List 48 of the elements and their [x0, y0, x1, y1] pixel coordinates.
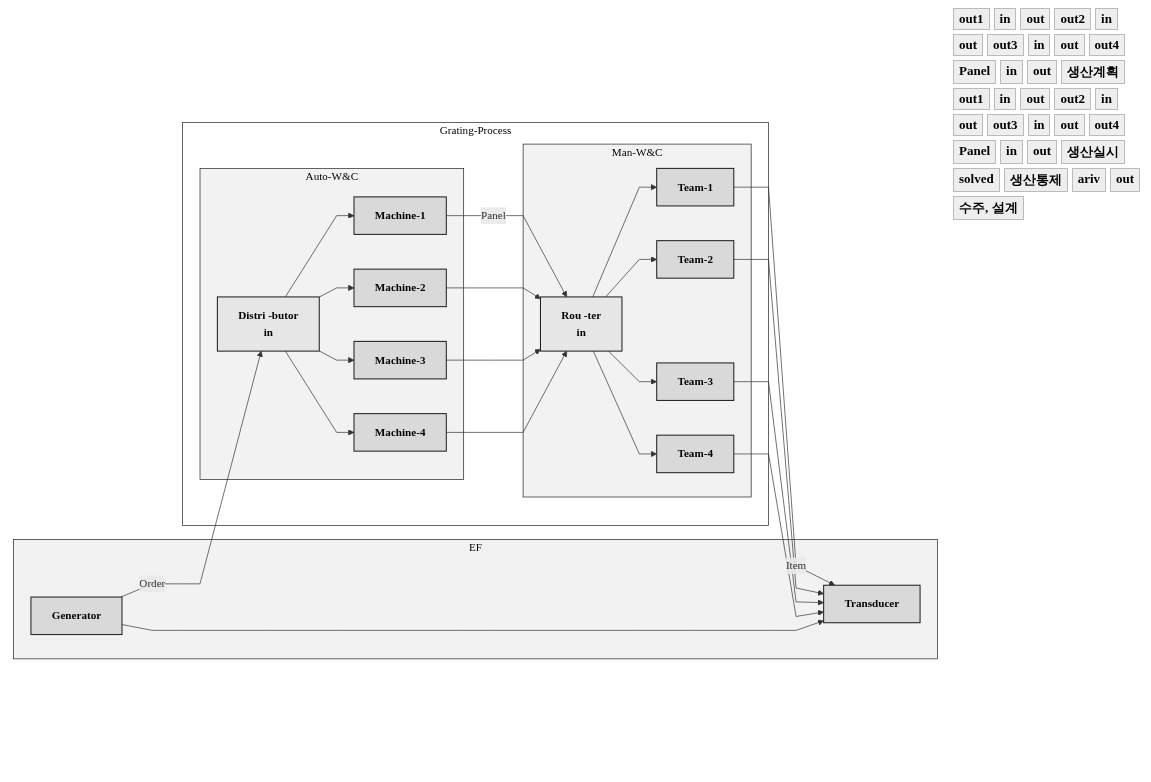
port-label: out	[953, 114, 984, 136]
port-label: out	[1054, 114, 1085, 136]
node-box: Machine-4	[353, 413, 447, 452]
port-label: out2	[1054, 8, 1092, 30]
port-label: out1	[953, 8, 990, 30]
port-label: in	[1000, 60, 1023, 84]
port-label: out4	[1088, 114, 1126, 136]
edge-label: Item	[785, 559, 807, 572]
node-box: Machine-3	[353, 341, 447, 380]
port-label: out	[1026, 60, 1057, 84]
port-label: 수주, 설계	[953, 196, 1024, 220]
port-label: out3	[987, 34, 1024, 56]
port-label: in	[1000, 140, 1023, 164]
port-label: in	[1027, 114, 1051, 136]
port-label: in	[993, 88, 1017, 110]
port-label: out	[1020, 8, 1051, 30]
node-box: Team-4	[656, 434, 735, 474]
node-box: Team-1	[656, 168, 735, 207]
port-label: in	[1095, 8, 1118, 30]
port-label: 생산계획	[1060, 60, 1125, 84]
port-label: 생산통제	[1003, 168, 1068, 192]
edge-label: Panel	[481, 209, 506, 222]
edge-label: Order	[139, 577, 166, 590]
port-label: out4	[1088, 34, 1126, 56]
node-box: Team-2	[656, 240, 735, 279]
port-label: out1	[953, 88, 990, 110]
node-box: Machine-1	[353, 196, 447, 236]
port-label: Panel	[953, 60, 997, 84]
port-label: in	[993, 8, 1017, 30]
port-label: out	[953, 34, 984, 56]
port-label: 생산실시	[1060, 140, 1125, 164]
port-label: out	[1110, 168, 1141, 192]
node-box: Team-3	[656, 362, 735, 402]
node-box: Generator	[30, 596, 123, 636]
port-label: Panel	[953, 140, 997, 164]
port-label: out3	[987, 114, 1024, 136]
node-box: Transducer	[823, 585, 921, 624]
port-label: out2	[1054, 88, 1092, 110]
port-label: out	[1020, 88, 1051, 110]
port-label: ariv	[1071, 168, 1107, 192]
node-box: Rou -ter in	[539, 296, 623, 352]
port-label: in	[1095, 88, 1118, 110]
port-label: out	[1026, 140, 1057, 164]
port-label: solved	[953, 168, 1000, 192]
node-box: Distri -butor in	[216, 296, 320, 352]
port-label: out	[1054, 34, 1085, 56]
port-label: in	[1027, 34, 1051, 56]
node-box: Machine-2	[353, 268, 447, 308]
